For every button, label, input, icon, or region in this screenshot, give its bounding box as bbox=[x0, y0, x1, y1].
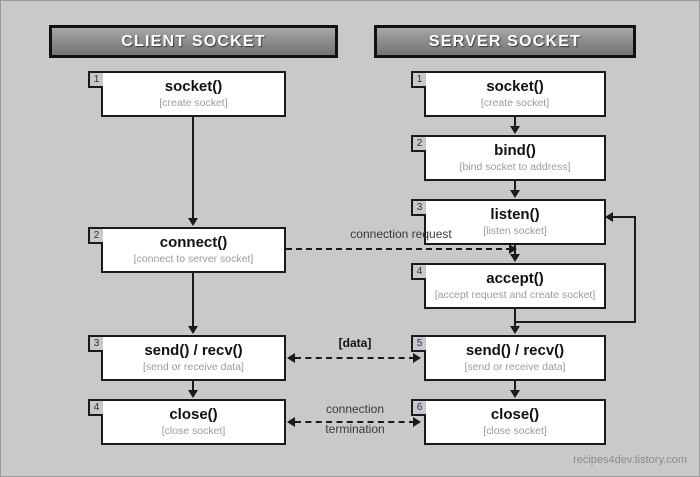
server-header-label: SERVER SOCKET bbox=[428, 32, 582, 50]
client-node-socket-desc: [create socket] bbox=[159, 96, 228, 109]
edge-data-label: [data] bbox=[338, 336, 372, 350]
server-loop-right-segment bbox=[634, 216, 636, 323]
server-node-send-recv[interactable]: 5 send() / recv() [send or receive data] bbox=[411, 335, 606, 381]
client-edge-connect-to-sendrecv-arrowhead bbox=[188, 326, 198, 334]
server-node-bind[interactable]: 2 bind() [bind socket to address] bbox=[411, 135, 606, 181]
client-edge-socket-to-connect-arrowhead bbox=[188, 218, 198, 226]
server-node-close-title: close() bbox=[490, 406, 540, 424]
server-node-accept-desc: [accept request and create socket] bbox=[434, 288, 596, 301]
client-node-send-recv-title: send() / recv() bbox=[144, 342, 243, 360]
client-node-send-recv-desc: [send or receive data] bbox=[143, 360, 244, 373]
server-node-close-badge: 6 bbox=[411, 399, 426, 416]
client-node-send-recv[interactable]: 3 send() / recv() [send or receive data] bbox=[88, 335, 286, 381]
client-edge-socket-to-connect bbox=[192, 117, 194, 219]
server-node-socket-badge: 1 bbox=[411, 71, 426, 88]
edge-termination-label-line2: termination bbox=[325, 422, 385, 436]
server-edge-bind-to-listen bbox=[514, 181, 516, 191]
server-node-socket-desc: [create socket] bbox=[480, 96, 550, 109]
server-node-send-recv-title: send() / recv() bbox=[465, 342, 565, 360]
edge-termination-arrowhead-left bbox=[287, 417, 295, 427]
edge-connection-request-line bbox=[286, 248, 512, 250]
client-node-close-badge: 4 bbox=[88, 399, 103, 416]
server-node-bind-title: bind() bbox=[494, 142, 536, 160]
client-node-close-title: close() bbox=[169, 406, 218, 424]
server-node-accept[interactable]: 4 accept() [accept request and create so… bbox=[411, 263, 606, 309]
edge-termination-arrowhead-right bbox=[413, 417, 421, 427]
server-edge-socket-to-bind bbox=[514, 117, 516, 127]
edge-connection-request-label: connection request bbox=[350, 227, 452, 241]
server-node-bind-desc: [bind socket to address] bbox=[459, 160, 571, 173]
edge-termination-line bbox=[295, 421, 415, 423]
client-node-connect[interactable]: 2 connect() [connect to server socket] bbox=[88, 227, 286, 273]
edge-connection-request-arrowhead bbox=[509, 244, 517, 254]
server-node-listen-title: listen() bbox=[490, 206, 540, 224]
client-node-close-desc: [close socket] bbox=[161, 424, 226, 437]
client-edge-connect-to-sendrecv bbox=[192, 273, 194, 327]
client-node-connect-badge: 2 bbox=[88, 227, 103, 244]
server-node-accept-badge: 4 bbox=[411, 263, 426, 280]
client-node-connect-title: connect() bbox=[159, 234, 228, 252]
server-edge-sendrecv-to-close-arrowhead bbox=[510, 390, 520, 398]
edge-termination-label-line1: connection bbox=[325, 402, 385, 416]
client-node-socket-badge: 1 bbox=[88, 71, 103, 88]
server-node-close-desc: [close socket] bbox=[483, 424, 547, 437]
client-node-connect-desc: [connect to server socket] bbox=[133, 252, 254, 265]
edge-data-arrowhead-right bbox=[413, 353, 421, 363]
server-edge-bind-to-listen-arrowhead bbox=[510, 190, 520, 198]
server-edge-listen-to-accept-arrowhead bbox=[510, 254, 520, 262]
watermark: recipes4dev.tistory.com bbox=[573, 454, 687, 466]
client-node-socket-title: socket() bbox=[164, 78, 223, 96]
server-edge-socket-to-bind-arrowhead bbox=[510, 126, 520, 134]
edge-data-arrowhead-left bbox=[287, 353, 295, 363]
server-socket-header: SERVER SOCKET bbox=[374, 25, 636, 58]
server-loop-arrowhead bbox=[605, 212, 613, 222]
client-header-label: CLIENT SOCKET bbox=[121, 32, 266, 50]
server-edge-accept-to-sendrecv-arrowhead bbox=[510, 326, 520, 334]
client-edge-sendrecv-to-close bbox=[192, 381, 194, 391]
server-node-socket[interactable]: 1 socket() [create socket] bbox=[411, 71, 606, 117]
server-node-send-recv-desc: [send or receive data] bbox=[464, 360, 566, 373]
client-node-send-recv-badge: 3 bbox=[88, 335, 103, 352]
server-node-listen-desc: [listen socket] bbox=[483, 224, 547, 237]
server-edge-accept-to-sendrecv bbox=[514, 309, 516, 327]
server-node-socket-title: socket() bbox=[486, 78, 544, 96]
server-node-close[interactable]: 6 close() [close socket] bbox=[411, 399, 606, 445]
server-node-listen-badge: 3 bbox=[411, 199, 426, 216]
server-node-accept-title: accept() bbox=[486, 270, 544, 288]
server-node-bind-badge: 2 bbox=[411, 135, 426, 152]
client-node-socket[interactable]: 1 socket() [create socket] bbox=[88, 71, 286, 117]
server-node-send-recv-badge: 5 bbox=[411, 335, 426, 352]
server-loop-bottom-segment bbox=[514, 321, 636, 323]
client-node-close[interactable]: 4 close() [close socket] bbox=[88, 399, 286, 445]
client-socket-header: CLIENT SOCKET bbox=[49, 25, 338, 58]
client-edge-sendrecv-to-close-arrowhead bbox=[188, 390, 198, 398]
server-loop-top-segment bbox=[613, 216, 636, 218]
edge-data-line bbox=[295, 357, 415, 359]
server-edge-sendrecv-to-close bbox=[514, 381, 516, 391]
server-node-listen[interactable]: 3 listen() [listen socket] bbox=[411, 199, 606, 245]
